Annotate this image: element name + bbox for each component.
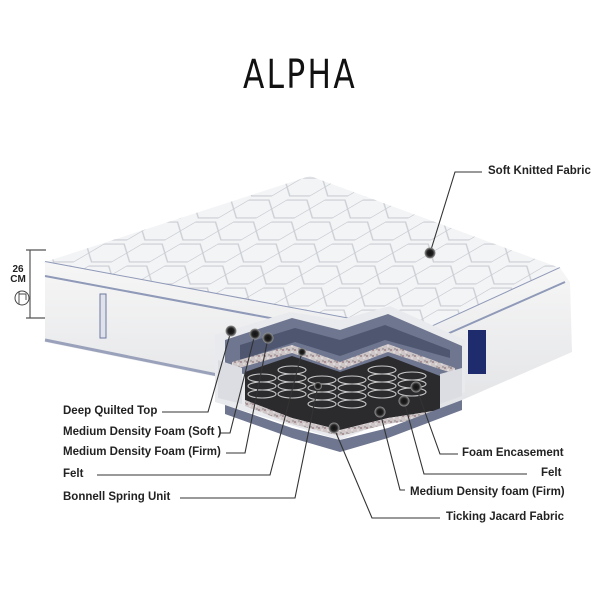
height-unit: CM	[10, 274, 26, 285]
ruler-tape-icon	[15, 291, 29, 305]
label-felt-right: Felt	[541, 467, 562, 479]
callout-dots	[225, 247, 436, 434]
label-ticking-jacard-fabric: Ticking Jacard Fabric	[446, 511, 565, 523]
label-bonnell-spring-unit: Bonnell Spring Unit	[63, 491, 171, 503]
label-medium-density-foam-firm-right: Medium Density foam (Firm)	[410, 486, 565, 498]
label-deep-quilted-top: Deep Quilted Top	[63, 405, 158, 417]
height-dimension-bracket	[14, 249, 46, 319]
label-medium-density-foam-firm-left: Medium Density Foam (Firm)	[63, 446, 221, 458]
label-felt-left: Felt	[63, 468, 84, 480]
height-dimension-label: 26 CM	[6, 265, 30, 285]
mattress-cutaway	[215, 306, 465, 452]
label-foam-encasement: Foam Encasement	[462, 447, 564, 459]
height-value: 26	[12, 264, 24, 275]
product-title: ALPHA	[242, 52, 358, 98]
brand-tag	[468, 330, 486, 374]
label-medium-density-foam-soft: Medium Density Foam (Soft )	[63, 426, 222, 438]
label-soft-knitted-fabric: Soft Knitted Fabric	[488, 165, 591, 177]
callout-lines	[97, 171, 527, 519]
